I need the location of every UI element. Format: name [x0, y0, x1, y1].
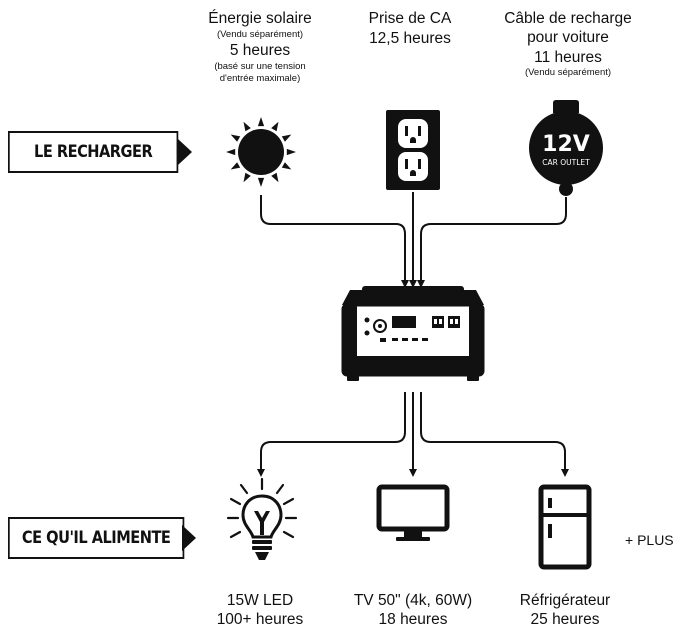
sun-ray: [243, 121, 251, 132]
recharge-pointer-icon: [178, 139, 192, 165]
car-title-2: pour voiture: [527, 28, 609, 46]
sun-ray: [230, 134, 241, 142]
powers-label: CE QU'IL ALIMENTE: [21, 528, 171, 548]
solar-detail-1: (basé sur une tension: [214, 60, 306, 72]
input-connectors: [260, 192, 567, 288]
power-station-icon: [341, 286, 485, 381]
sun-ray: [281, 162, 292, 170]
tv-name: TV 50" (4k, 60W): [353, 592, 473, 609]
car-icon-text: 12V: [542, 132, 590, 157]
tv-time: 18 heures: [378, 610, 448, 628]
sun-ray: [230, 162, 241, 170]
led-time: 100+ heures: [216, 610, 304, 628]
output-connectors: [257, 392, 569, 477]
sun-ray: [243, 172, 251, 183]
car-time: 11 heures: [534, 48, 602, 66]
ac-outlet-icon: [386, 110, 440, 190]
sun-icon: [226, 117, 296, 187]
car-outlet-icon: 12V CAR OUTLET: [529, 100, 603, 196]
sun-ray: [226, 148, 236, 156]
solar-detail-2: d'entrée maximale): [219, 72, 301, 84]
fridge-caption: Réfrigérateur 25 heures: [495, 592, 635, 630]
tv-caption: TV 50" (4k, 60W) 18 heures: [328, 592, 498, 630]
led-name: 15W LED: [226, 592, 294, 609]
ac-title: Prise de CA: [368, 10, 452, 27]
car-note: (Vendu séparément): [524, 67, 612, 79]
car-caption: Câble de recharge pour voiture 11 heures…: [478, 10, 658, 80]
fridge-name: Réfrigérateur: [519, 592, 611, 609]
car-title-1: Câble de recharge: [504, 10, 632, 27]
solar-caption: Énergie solaire (Vendu séparément) 5 heu…: [170, 10, 350, 85]
powers-pointer-icon: [182, 525, 196, 551]
powers-label-box: CE QU'IL ALIMENTE: [8, 517, 185, 559]
solar-time: 5 heures: [229, 42, 291, 60]
sun-ray: [281, 134, 292, 142]
ac-caption: Prise de CA 12,5 heures: [340, 10, 480, 48]
solar-title: Énergie solaire: [208, 10, 312, 27]
ac-time: 12,5 heures: [369, 29, 451, 47]
sun-ray: [257, 177, 265, 187]
sun-ray: [257, 117, 265, 127]
car-icon-subtext: CAR OUTLET: [542, 158, 590, 167]
sun-ray: [271, 172, 279, 183]
recharge-label: LE RECHARGER: [34, 142, 153, 162]
tv-monitor-icon: [376, 484, 450, 541]
sun-ray: [286, 148, 296, 156]
light-bulb-icon: [226, 477, 298, 560]
recharge-label-box: LE RECHARGER: [8, 131, 179, 173]
more-label: + PLUS: [625, 532, 674, 548]
led-caption: 15W LED 100+ heures: [185, 592, 335, 630]
fridge-time: 25 heures: [530, 610, 600, 628]
sun-ray: [271, 121, 279, 132]
refrigerator-icon: [538, 484, 592, 570]
solar-note: (Vendu séparément): [216, 28, 304, 40]
